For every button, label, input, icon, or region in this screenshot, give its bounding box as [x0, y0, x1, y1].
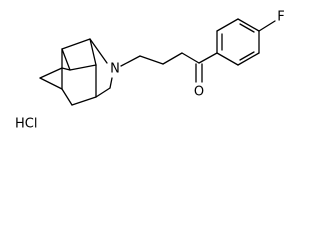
ring-bond-6 [216, 52, 239, 66]
bond-cage-4 [69, 64, 97, 71]
butanone-chain [120, 52, 203, 83]
bond-c1-c2 [139, 55, 164, 65]
bond-cage-7 [39, 77, 63, 90]
bond-c3-c4 [181, 52, 200, 64]
azatricyclic-cage [39, 38, 113, 106]
bond-cage-13 [95, 87, 111, 98]
bond-cage-14 [109, 77, 113, 89]
bond-cage-10 [61, 88, 73, 106]
bond-cage-5 [89, 38, 97, 66]
fluorine-atom-label: F [277, 10, 284, 25]
ring-bond-5 [237, 52, 260, 66]
ring-bond-2 [216, 18, 239, 32]
ring-double-2 [239, 23, 255, 33]
oxygen-atom-label: O [194, 85, 204, 100]
bond-cage-1 [61, 38, 91, 50]
bond-c-f [258, 20, 276, 32]
hydrochloride-salt-label: HCl [15, 117, 37, 132]
bond-ipso [198, 52, 218, 64]
ring-bond-3 [237, 18, 260, 32]
ring-double-3 [239, 51, 255, 61]
bond-n-c1 [120, 55, 141, 67]
bond-cage-9 [61, 67, 71, 71]
chemical-structure-diagram: N O F HCl [15, 10, 285, 132]
bond-cage-8 [39, 67, 63, 79]
fluorophenyl-ring [198, 18, 276, 66]
nitrogen-atom-label: N [110, 62, 120, 77]
bond-cage-3 [61, 48, 71, 71]
bond-cage-2 [89, 38, 108, 64]
bond-cage-11 [71, 96, 97, 106]
bond-c2-c3 [162, 52, 183, 65]
